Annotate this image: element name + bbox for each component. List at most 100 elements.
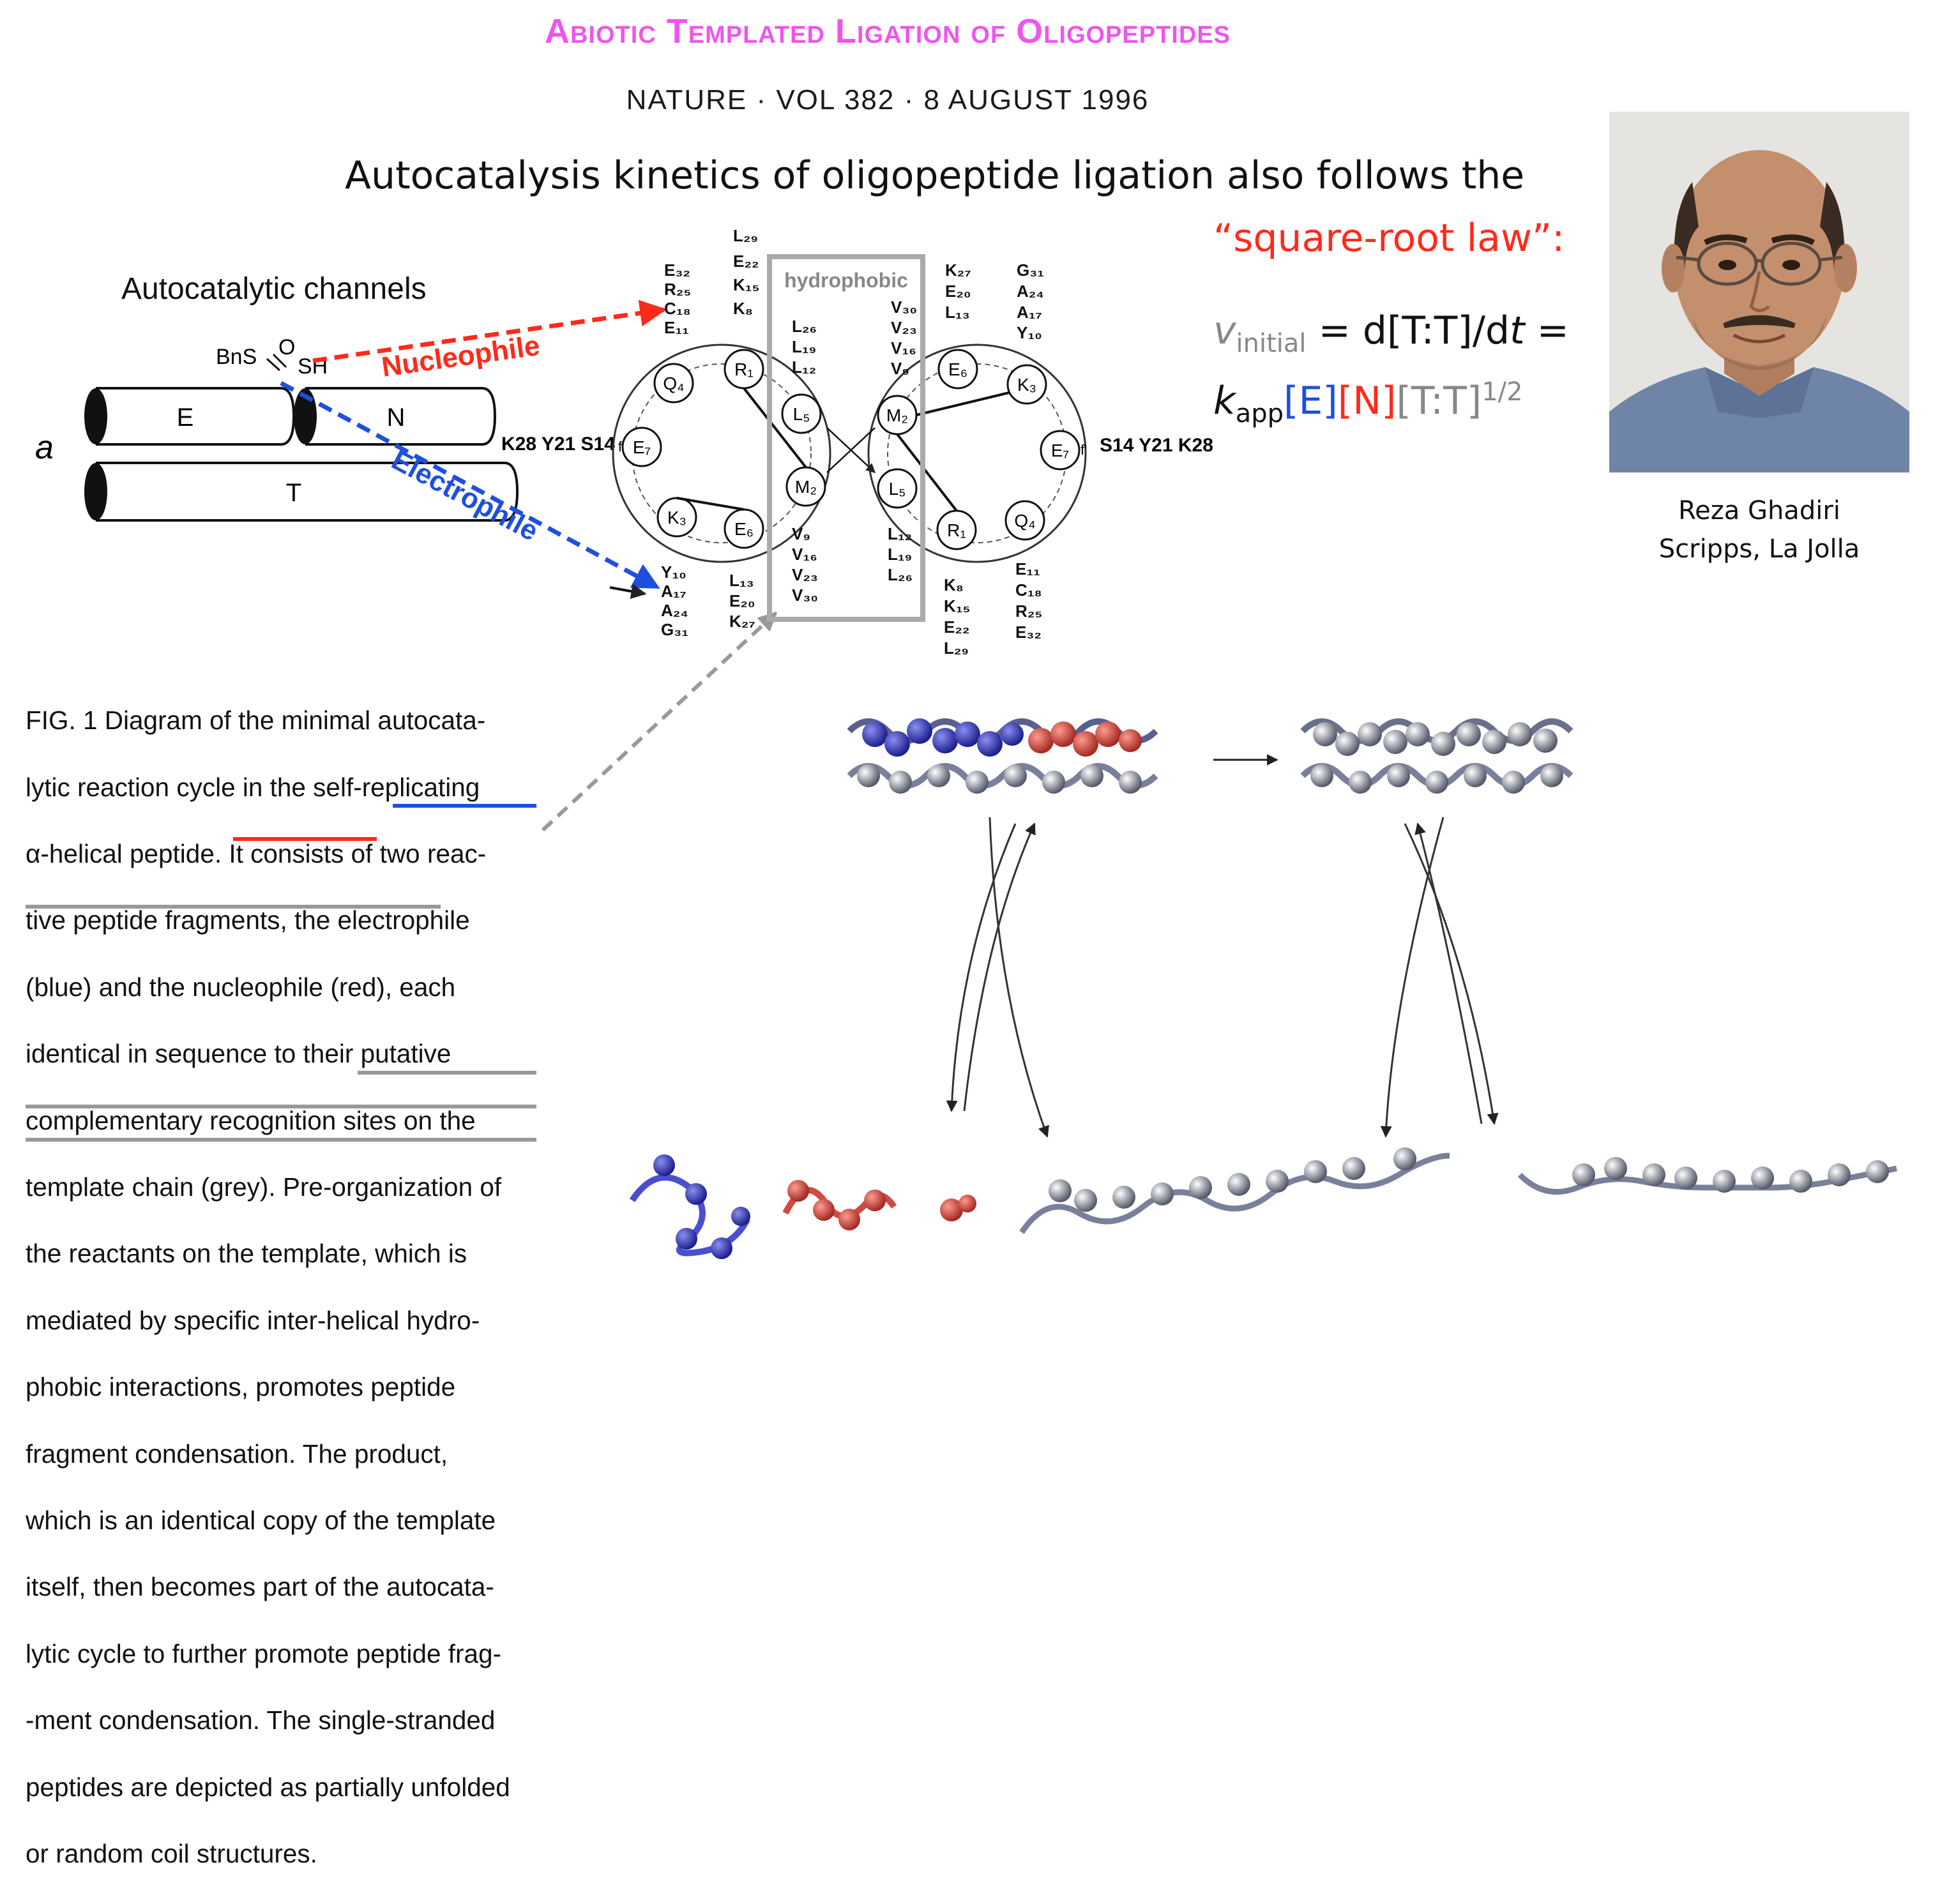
- svg-text:V₃₀: V₃₀: [891, 298, 917, 317]
- svg-text:Y₁₀: Y₁₀: [661, 563, 686, 582]
- svg-text:A₁₇: A₁₇: [661, 582, 686, 601]
- svg-text:V₉: V₉: [792, 524, 810, 543]
- hydrophobic-box: [767, 254, 925, 622]
- svg-text:L₁₃: L₁₃: [729, 571, 754, 590]
- svg-text:L₁₂: L₁₂: [888, 524, 912, 543]
- svg-text:V₂₃: V₂₃: [891, 318, 917, 337]
- caption-line: (blue) and the nucleophile (red), each: [26, 972, 456, 1002]
- claim-text: Autocatalysis kinetics of oligopeptide l…: [345, 153, 1525, 198]
- eq-v-sub: initial: [1236, 329, 1307, 358]
- eq-v: v: [1213, 308, 1236, 353]
- template-link-arrow: [541, 611, 778, 832]
- svg-text:V₂₃: V₂₃: [792, 565, 818, 584]
- cylinder-e: E: [84, 387, 296, 446]
- o-label: O: [278, 335, 295, 359]
- svg-text:V₁₆: V₁₆: [891, 338, 916, 358]
- svg-text:A₂₄: A₂₄: [661, 601, 688, 620]
- ligation-diagram: a E N T BnS O SH K28 Y21 S14 Nucleophile…: [26, 226, 1897, 1259]
- scientist-name: Reza Ghadiri: [1678, 496, 1840, 525]
- svg-text:V₃₀: V₃₀: [792, 586, 818, 605]
- caption-line: tive peptide fragments, the electrophile: [26, 905, 470, 935]
- f-left-label: f: [618, 439, 623, 455]
- svg-text:Q₄: Q₄: [663, 374, 684, 393]
- svg-text:R₂₅: R₂₅: [664, 280, 691, 299]
- svg-text:R₁: R₁: [947, 520, 966, 540]
- svg-text:E₁₁: E₁₁: [664, 318, 689, 337]
- caption-line: phobic interactions, promotes peptide: [26, 1372, 456, 1402]
- svg-text:E₂₀: E₂₀: [729, 591, 755, 610]
- svg-text:E₃₂: E₃₂: [664, 261, 690, 280]
- grey-strand-middle: [1019, 1147, 1450, 1234]
- equation-line-1: vinitial = d[T:T]/dt =: [1213, 306, 1569, 368]
- svg-text:G₃₁: G₃₁: [661, 620, 688, 639]
- svg-text:E₆: E₆: [948, 359, 967, 379]
- eq-k-sub: app: [1235, 399, 1284, 428]
- svg-text:V₁₆: V₁₆: [792, 545, 817, 564]
- portrait-photo: [1609, 112, 1909, 472]
- eq-exp: 1/2: [1482, 377, 1523, 407]
- svg-text:E₂₀: E₂₀: [945, 282, 971, 301]
- eq-part2: =: [1524, 308, 1569, 353]
- svg-text:Q₄: Q₄: [1014, 511, 1035, 531]
- caption-line: fragment condensation. The product,: [26, 1439, 448, 1469]
- svg-text:K₁₅: K₁₅: [944, 596, 970, 616]
- svg-text:L₅: L₅: [889, 479, 906, 499]
- caption-line: lytic reaction cycle in the self-replica…: [26, 772, 480, 802]
- caption-line: FIG. 1 Diagram of the minimal autocata-: [26, 706, 486, 736]
- svg-text:E₃₂: E₃₂: [1015, 623, 1042, 642]
- caption-line: lytic cycle to further promote peptide f…: [26, 1638, 502, 1668]
- figure-caption: FIG. 1 Diagram of the minimal autocata- …: [26, 670, 543, 1904]
- svg-text:M₂: M₂: [795, 477, 817, 497]
- helix-dimer-right: [1300, 718, 1573, 794]
- svg-text:E₆: E₆: [734, 519, 754, 539]
- svg-text:R₂₅: R₂₅: [1015, 601, 1042, 621]
- square-root-law-text: “square-root law”:: [1213, 216, 1565, 261]
- svg-text:K₈: K₈: [944, 575, 964, 594]
- photo-caption: Reza Ghadiri Scripps, La Jolla: [1609, 492, 1909, 568]
- svg-text:K₈: K₈: [733, 299, 753, 318]
- svg-text:Y₁₀: Y₁₀: [1017, 323, 1042, 342]
- f-right-label: f': [1080, 442, 1087, 458]
- svg-text:K₂₇: K₂₇: [945, 261, 971, 280]
- sequence-s14-y21-k28: S14 Y21 K28: [1100, 435, 1213, 456]
- svg-text:V₉: V₉: [891, 359, 909, 378]
- svg-text:K₃: K₃: [1017, 375, 1036, 395]
- svg-text:L₁₉: L₁₉: [888, 545, 912, 564]
- caption-line: template chain (grey). Pre-organization …: [26, 1172, 502, 1202]
- svg-text:L₅: L₅: [793, 404, 810, 424]
- caption-line: or random coil structures.: [26, 1839, 317, 1869]
- eq-part1: = d[T:T]/d: [1306, 308, 1510, 353]
- hydrophobic-label: hydrophobic: [784, 269, 908, 292]
- svg-text:L₂₆: L₂₆: [888, 565, 913, 584]
- rate-equation: vinitial = d[T:T]/dt = kapp[E][N][T:T]1/…: [1213, 306, 1569, 438]
- cylinder-n: N: [294, 387, 497, 446]
- helix-dimer-left: [847, 718, 1158, 794]
- svg-text:C₁₈: C₁₈: [664, 299, 691, 318]
- svg-text:A₂₄: A₂₄: [1017, 282, 1044, 301]
- helical-wheel-left: R₁ L₅ M₂ E₆ K₃ E₇ Q₄ f: [612, 344, 831, 563]
- slide-title: Abiotic Templated Ligation of Oligopepti…: [544, 12, 1231, 50]
- scientist-affiliation: Scripps, La Jolla: [1658, 534, 1860, 564]
- caption-line: which is an identical copy of the templa…: [26, 1506, 496, 1536]
- cylinder-t: T: [84, 462, 519, 522]
- caption-line: -ment condensation. The single-stranded: [26, 1705, 496, 1735]
- svg-text:A₁₇: A₁₇: [1017, 303, 1042, 322]
- autocatalytic-channels-label: Autocatalytic channels: [121, 272, 427, 306]
- eq-e: [E]: [1284, 379, 1338, 423]
- eq-tt: [T:T]: [1396, 379, 1482, 423]
- nucleophile-label: Nucleophile: [380, 330, 542, 383]
- panel-letter: a: [35, 429, 54, 466]
- svg-text:M₂: M₂: [886, 405, 908, 425]
- red-coil-nucleophile: [782, 1180, 976, 1230]
- svg-text:C₁₈: C₁₈: [1015, 580, 1042, 600]
- svg-text:K₂₇: K₂₇: [729, 612, 755, 631]
- caption-line: peptides are depicted as partially unfol…: [26, 1772, 510, 1802]
- svg-text:K₁₅: K₁₅: [733, 275, 759, 294]
- caption-line: identical in sequence to their putative: [26, 1039, 451, 1069]
- caption-line: the reactants on the template, which is: [26, 1239, 467, 1269]
- nucleophile-arrow: [312, 299, 667, 363]
- svg-text:L₂₉: L₂₉: [944, 638, 969, 658]
- grey-strand-right: [1517, 1157, 1897, 1195]
- cylinder-n-label: N: [387, 404, 406, 432]
